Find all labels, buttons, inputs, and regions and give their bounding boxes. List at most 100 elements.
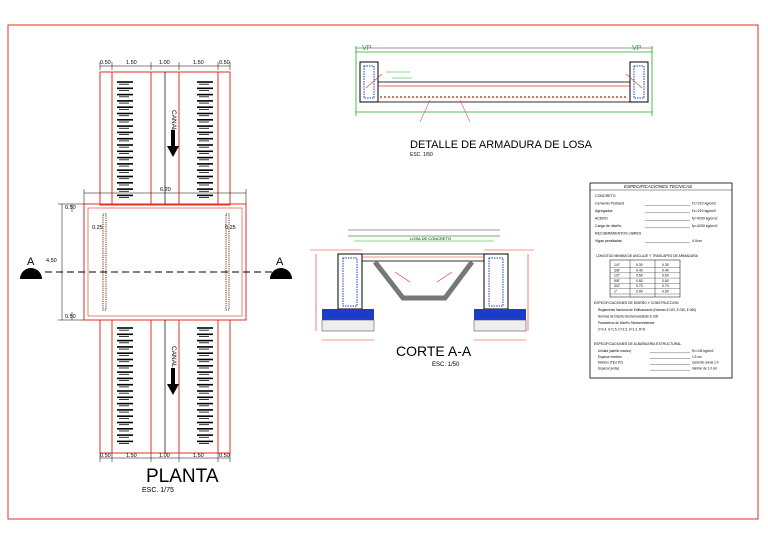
footer-row-value: 1.5 cm [692, 355, 702, 359]
section-wall-right [483, 253, 509, 310]
footer-row-label: Espesor mortero [598, 355, 622, 359]
section-marker-left: A [20, 256, 42, 279]
section-marker-right: A [270, 256, 292, 279]
table-cell: 0.50 [662, 274, 669, 278]
dim-top-5: 0.50 [219, 60, 230, 66]
flow-arrow-bottom [171, 368, 175, 384]
table-cell: 0.40 [662, 268, 669, 272]
flow-arrow-top [171, 130, 175, 146]
footer-row-value: f'b=145 kg/cm2 [692, 349, 714, 353]
dim-top-4: 1.50 [193, 60, 204, 66]
slab-rebar-right [225, 213, 230, 311]
table-cell: 0.30 [662, 263, 669, 267]
specs-notes-title: ESPECIFICACIONES DE DISEÑO Y CONSTRUCCIO… [594, 300, 679, 305]
flow-arrow-head-bottom [167, 384, 179, 395]
plan-dims-bottom: 0.50 1.50 1.00 1.50 0.50 [99, 453, 231, 462]
dim-top-1: 0.50 [100, 60, 111, 66]
section-view: LOSA DE CONCRETO CORTE A-A ESC. 1/50 [310, 229, 534, 368]
dim-edge-left: 0.25 [92, 225, 103, 231]
table-cell: 0.60 [636, 279, 643, 283]
spec-note-line: Parametros de Diseño Sismorresistente [598, 321, 655, 325]
spec-row-value: f'c=210 kg/cm2 [692, 209, 716, 213]
table-cell: 0.70 [636, 284, 643, 288]
footer-row-label: Espesor juntas [598, 366, 619, 370]
section-footing-left [322, 309, 374, 320]
table-cell: 0.50 [636, 274, 643, 278]
footer-row-label: Unidad (ladrillo macizo) [598, 349, 631, 353]
plan-slab [45, 203, 285, 321]
table-cell: 0.90 [662, 290, 669, 294]
svg-text:A: A [276, 256, 284, 268]
plan-scale: ESC. 1/75 [142, 487, 174, 494]
dim-edge-right: 0.25 [225, 225, 236, 231]
canal-label-bottom: CANAL [170, 346, 177, 368]
table-cell: 1/4" [614, 263, 621, 267]
footer-row-value: minimo de 1.0 cm [692, 366, 717, 370]
spec-row-value: fy=4200 kg/cm2 [692, 217, 717, 221]
slab-beam-right [629, 61, 649, 103]
plan-hatch-top-left [117, 81, 133, 199]
specs-table-title: LONGITUD MINIMA DE ANCLAJE Y TRASLAPES D… [596, 254, 699, 258]
section-slab-label: LOSA DE CONCRETO [410, 236, 451, 241]
table-cell: 5/8" [614, 279, 621, 283]
plan-hatch-top-right [197, 81, 213, 199]
slab-detail: VP VP DETALLE DE ARMADURA DE LOSA ESC. 1… [355, 45, 653, 158]
table-cell: 3/4" [614, 284, 621, 288]
plan-channel-top: CANAL [99, 71, 231, 206]
footer-row-label: Mortero (Tipo P2) [598, 361, 623, 365]
footer-row-value: cemento arena 1:4 [692, 361, 719, 365]
plan-dims-left: 4.50 0.50 0.50 0.25 0.25 [46, 203, 236, 321]
table-cell: 1/2" [614, 274, 621, 278]
table-cell: 0.90 [636, 290, 643, 294]
table-cell: 0.40 [636, 268, 643, 272]
plan-hatch-bottom-left [117, 327, 133, 445]
specs-footer: Unidad (ladrillo macizo) f'b=145 kg/cm2Es… [598, 349, 719, 370]
specs-footer-title: ESPECIFICACIONES DE ALBAÑILERIA ESTRUCTU… [594, 341, 681, 346]
section-title: CORTE A-A [396, 343, 472, 359]
canal-label-top: CANAL [170, 110, 177, 132]
table-cell: 0.60 [662, 279, 669, 283]
specs-title: ESPECIFICACIONES TECNICAS [624, 184, 692, 189]
dim-side-top: 0.50 [65, 205, 76, 211]
flow-arrow-head-top [167, 146, 179, 157]
dim-bottom-1: 0.50 [100, 453, 111, 459]
specs-notes: Reglamento Nacional de Edificaciones (No… [598, 308, 696, 332]
dim-bottom-4: 1.50 [193, 453, 204, 459]
spec-row-value: fy=4200 kg/cm2 [692, 224, 717, 228]
spec-note-line: Z=0.4, U=1.5, C=2.5, S=1.2, R=8 [598, 328, 645, 332]
section-canal [373, 260, 474, 301]
dim-bottom-5: 0.50 [219, 453, 230, 459]
specs-anchor-table: 1/4" 0.30 0.30 3/8" 0.40 0.40 1/2" 0.50 0.50 5/8"… [609, 259, 681, 298]
spec-row-label: RECUBRIMIENTOS LIBRES [595, 232, 642, 236]
dim-bottom-3: 1.00 [159, 453, 170, 459]
spec-row-label: CONCRETO [595, 194, 616, 198]
table-cell: 0.70 [662, 284, 669, 288]
plan-dim-width: 6.20 [83, 187, 247, 204]
dim-top-3: 1.00 [159, 60, 170, 66]
plan-channel-bottom: CANAL [99, 319, 231, 454]
spec-note-line: Reglamento Nacional de Edificaciones (No… [598, 308, 696, 312]
svg-text:A: A [27, 256, 35, 268]
section-footing-right [474, 309, 526, 320]
spec-row-label: Agregados [595, 209, 613, 213]
slab-rebar-left [102, 213, 107, 311]
table-cell: 3/8" [614, 268, 621, 272]
spec-row-value: f'c=210 kg/cm2 [692, 202, 716, 206]
table-cell: 1" [614, 290, 618, 294]
slab-beam-tag-left: VP [362, 45, 372, 52]
slab-beam-left [359, 61, 379, 103]
plan-title: PLANTA [146, 466, 219, 487]
table-cell: 0.30 [636, 263, 643, 267]
spec-row-label: Vigas peraltadas [595, 239, 622, 243]
slab-beam-tag-right: VP [632, 45, 642, 52]
slab-body [377, 81, 631, 103]
spec-row-label: ACERO [595, 217, 608, 221]
spec-note-line: Normas de Diseño Sismorresistente E.030 [598, 315, 658, 319]
dim-top-2: 1.50 [126, 60, 137, 66]
slab-detail-title: DETALLE DE ARMADURA DE LOSA [410, 139, 593, 151]
spec-row-label: Cemento Portland [595, 202, 624, 206]
dim-side-bottom: 0.50 [65, 314, 76, 320]
section-scale: ESC. 1/50 [432, 362, 460, 368]
